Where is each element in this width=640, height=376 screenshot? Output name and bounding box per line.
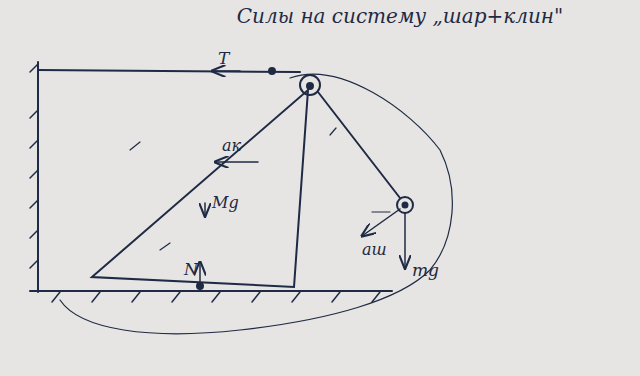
acceleration-label: aш (362, 242, 387, 258)
system-boundary (60, 74, 452, 334)
wall (37, 62, 39, 292)
point (269, 68, 275, 74)
force-label: T (218, 50, 229, 67)
normal-arrow (199, 262, 201, 284)
thread (38, 70, 300, 72)
force-label: Mg (212, 195, 239, 211)
acceleration-arrow (215, 161, 258, 163)
shading (130, 128, 336, 250)
floor (30, 290, 392, 292)
thread (318, 92, 400, 198)
acceleration-label: aк (222, 138, 241, 154)
acceleration-arrow (362, 209, 400, 236)
ball (397, 197, 413, 213)
force-label: N (184, 262, 198, 278)
tension-arrow (212, 70, 240, 72)
title: Силы на систему „шар+клин" (237, 6, 563, 26)
wall-hatch (30, 64, 38, 268)
stroke (372, 211, 390, 212)
force-label: mg (412, 262, 439, 279)
gravity-arrow (404, 213, 406, 268)
floor-hatch (52, 292, 380, 302)
gravity-arrow (204, 203, 206, 216)
wedge (92, 90, 308, 287)
